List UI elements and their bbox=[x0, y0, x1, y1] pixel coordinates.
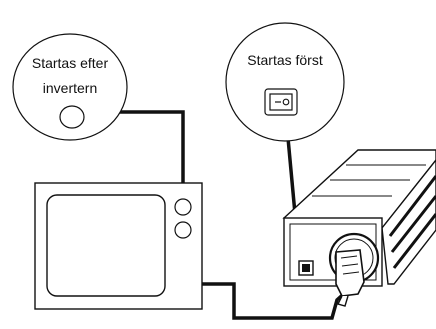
callout-tv-power: Startas efter invertern bbox=[12, 33, 128, 141]
callout-tv-line2: invertern bbox=[43, 80, 97, 96]
leader-line-tv bbox=[110, 110, 185, 190]
power-button-icon bbox=[59, 105, 85, 129]
tv-icon bbox=[34, 182, 203, 310]
tv-power-button-icon bbox=[174, 198, 192, 216]
rocker-switch-icon bbox=[264, 88, 298, 116]
inverter-icon bbox=[282, 149, 436, 287]
callout-inverter-line1: Startas först bbox=[247, 52, 323, 68]
inverter-switch-icon bbox=[298, 260, 314, 276]
callout-inverter-switch: Startas först bbox=[225, 22, 345, 142]
power-cable bbox=[202, 282, 350, 320]
callout-tv-line1: Startas efter bbox=[32, 55, 109, 71]
tv-knob-icon bbox=[174, 221, 192, 239]
power-plug-icon bbox=[335, 249, 365, 307]
